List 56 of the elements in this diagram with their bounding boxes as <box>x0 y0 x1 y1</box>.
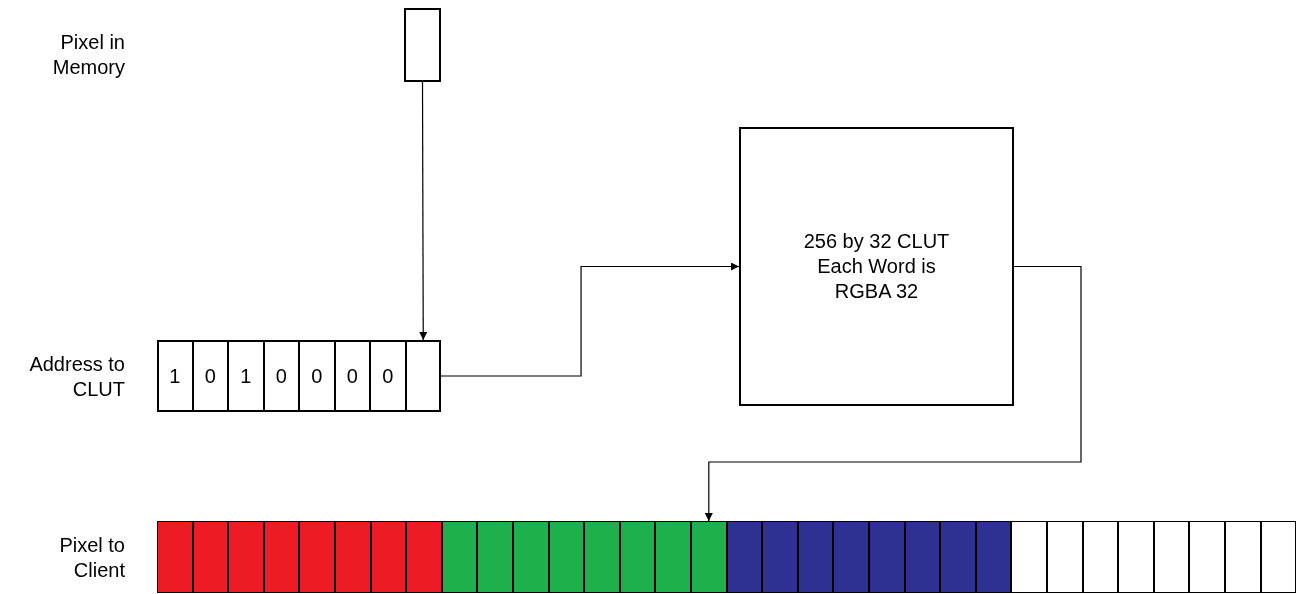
bit-cell <box>263 340 299 412</box>
color-bit-cell <box>335 521 371 593</box>
color-bit-cell <box>691 521 727 593</box>
color-bit-cell <box>263 521 300 593</box>
color-bit-cell <box>299 521 335 593</box>
lookup-table-box <box>739 127 1014 406</box>
bit-value: 1 <box>240 363 252 389</box>
color-bit-cell <box>406 521 442 593</box>
color-bit-cell <box>584 521 620 593</box>
color-bit-cell <box>548 521 585 593</box>
color-bit-cell <box>1260 521 1297 593</box>
row-label: Pixel to Client <box>58 533 125 583</box>
color-bit-cell <box>762 521 798 593</box>
bit-value: 0 <box>346 363 358 389</box>
bit-value: 0 <box>382 363 394 389</box>
color-bit-cell <box>1082 521 1119 593</box>
color-bit-cell <box>370 521 407 593</box>
arrow <box>419 81 428 341</box>
arrow <box>440 262 740 377</box>
color-bit-cell <box>975 521 1012 593</box>
color-bit-cell <box>228 521 264 593</box>
bit-value: 0 <box>311 363 323 389</box>
bit-cell <box>370 340 406 412</box>
row-label: Pixel in Memory <box>51 30 125 80</box>
bit-cell <box>334 340 370 412</box>
color-bit-cell <box>513 521 549 593</box>
color-bit-cell <box>869 521 905 593</box>
bit-value: 0 <box>204 363 216 389</box>
color-bit-cell <box>1153 521 1190 593</box>
row-label: Address to CLUT <box>28 352 125 402</box>
color-bit-cell <box>1189 521 1225 593</box>
color-bit-cell <box>1225 521 1261 593</box>
address-register <box>157 340 441 412</box>
color-bit-cell <box>441 521 478 593</box>
color-bit-cell <box>1118 521 1154 593</box>
color-bit-cell <box>157 521 193 593</box>
bit-value: 1 <box>169 363 181 389</box>
color-bit-cell <box>726 521 763 593</box>
color-bit-cell <box>797 521 834 593</box>
color-bit-cell <box>940 521 976 593</box>
color-bit-cell <box>904 521 941 593</box>
color-bit-cell <box>833 521 869 593</box>
color-bit-cell <box>1011 521 1047 593</box>
color-bit-cell <box>655 521 691 593</box>
output-pixel-register <box>157 521 1296 593</box>
color-bit-cell <box>192 521 229 593</box>
bit-cell <box>192 340 228 412</box>
bit-cell <box>299 340 335 412</box>
bit-value: 0 <box>275 363 287 389</box>
color-bit-cell <box>619 521 656 593</box>
color-bit-cell <box>1047 521 1083 593</box>
pixel-box <box>404 8 441 82</box>
table-description: 256 by 32 CLUT Each Word is RGBA 32 <box>802 229 951 304</box>
arrow <box>704 265 1082 522</box>
color-bit-cell <box>477 521 513 593</box>
bit-cell <box>228 340 264 412</box>
